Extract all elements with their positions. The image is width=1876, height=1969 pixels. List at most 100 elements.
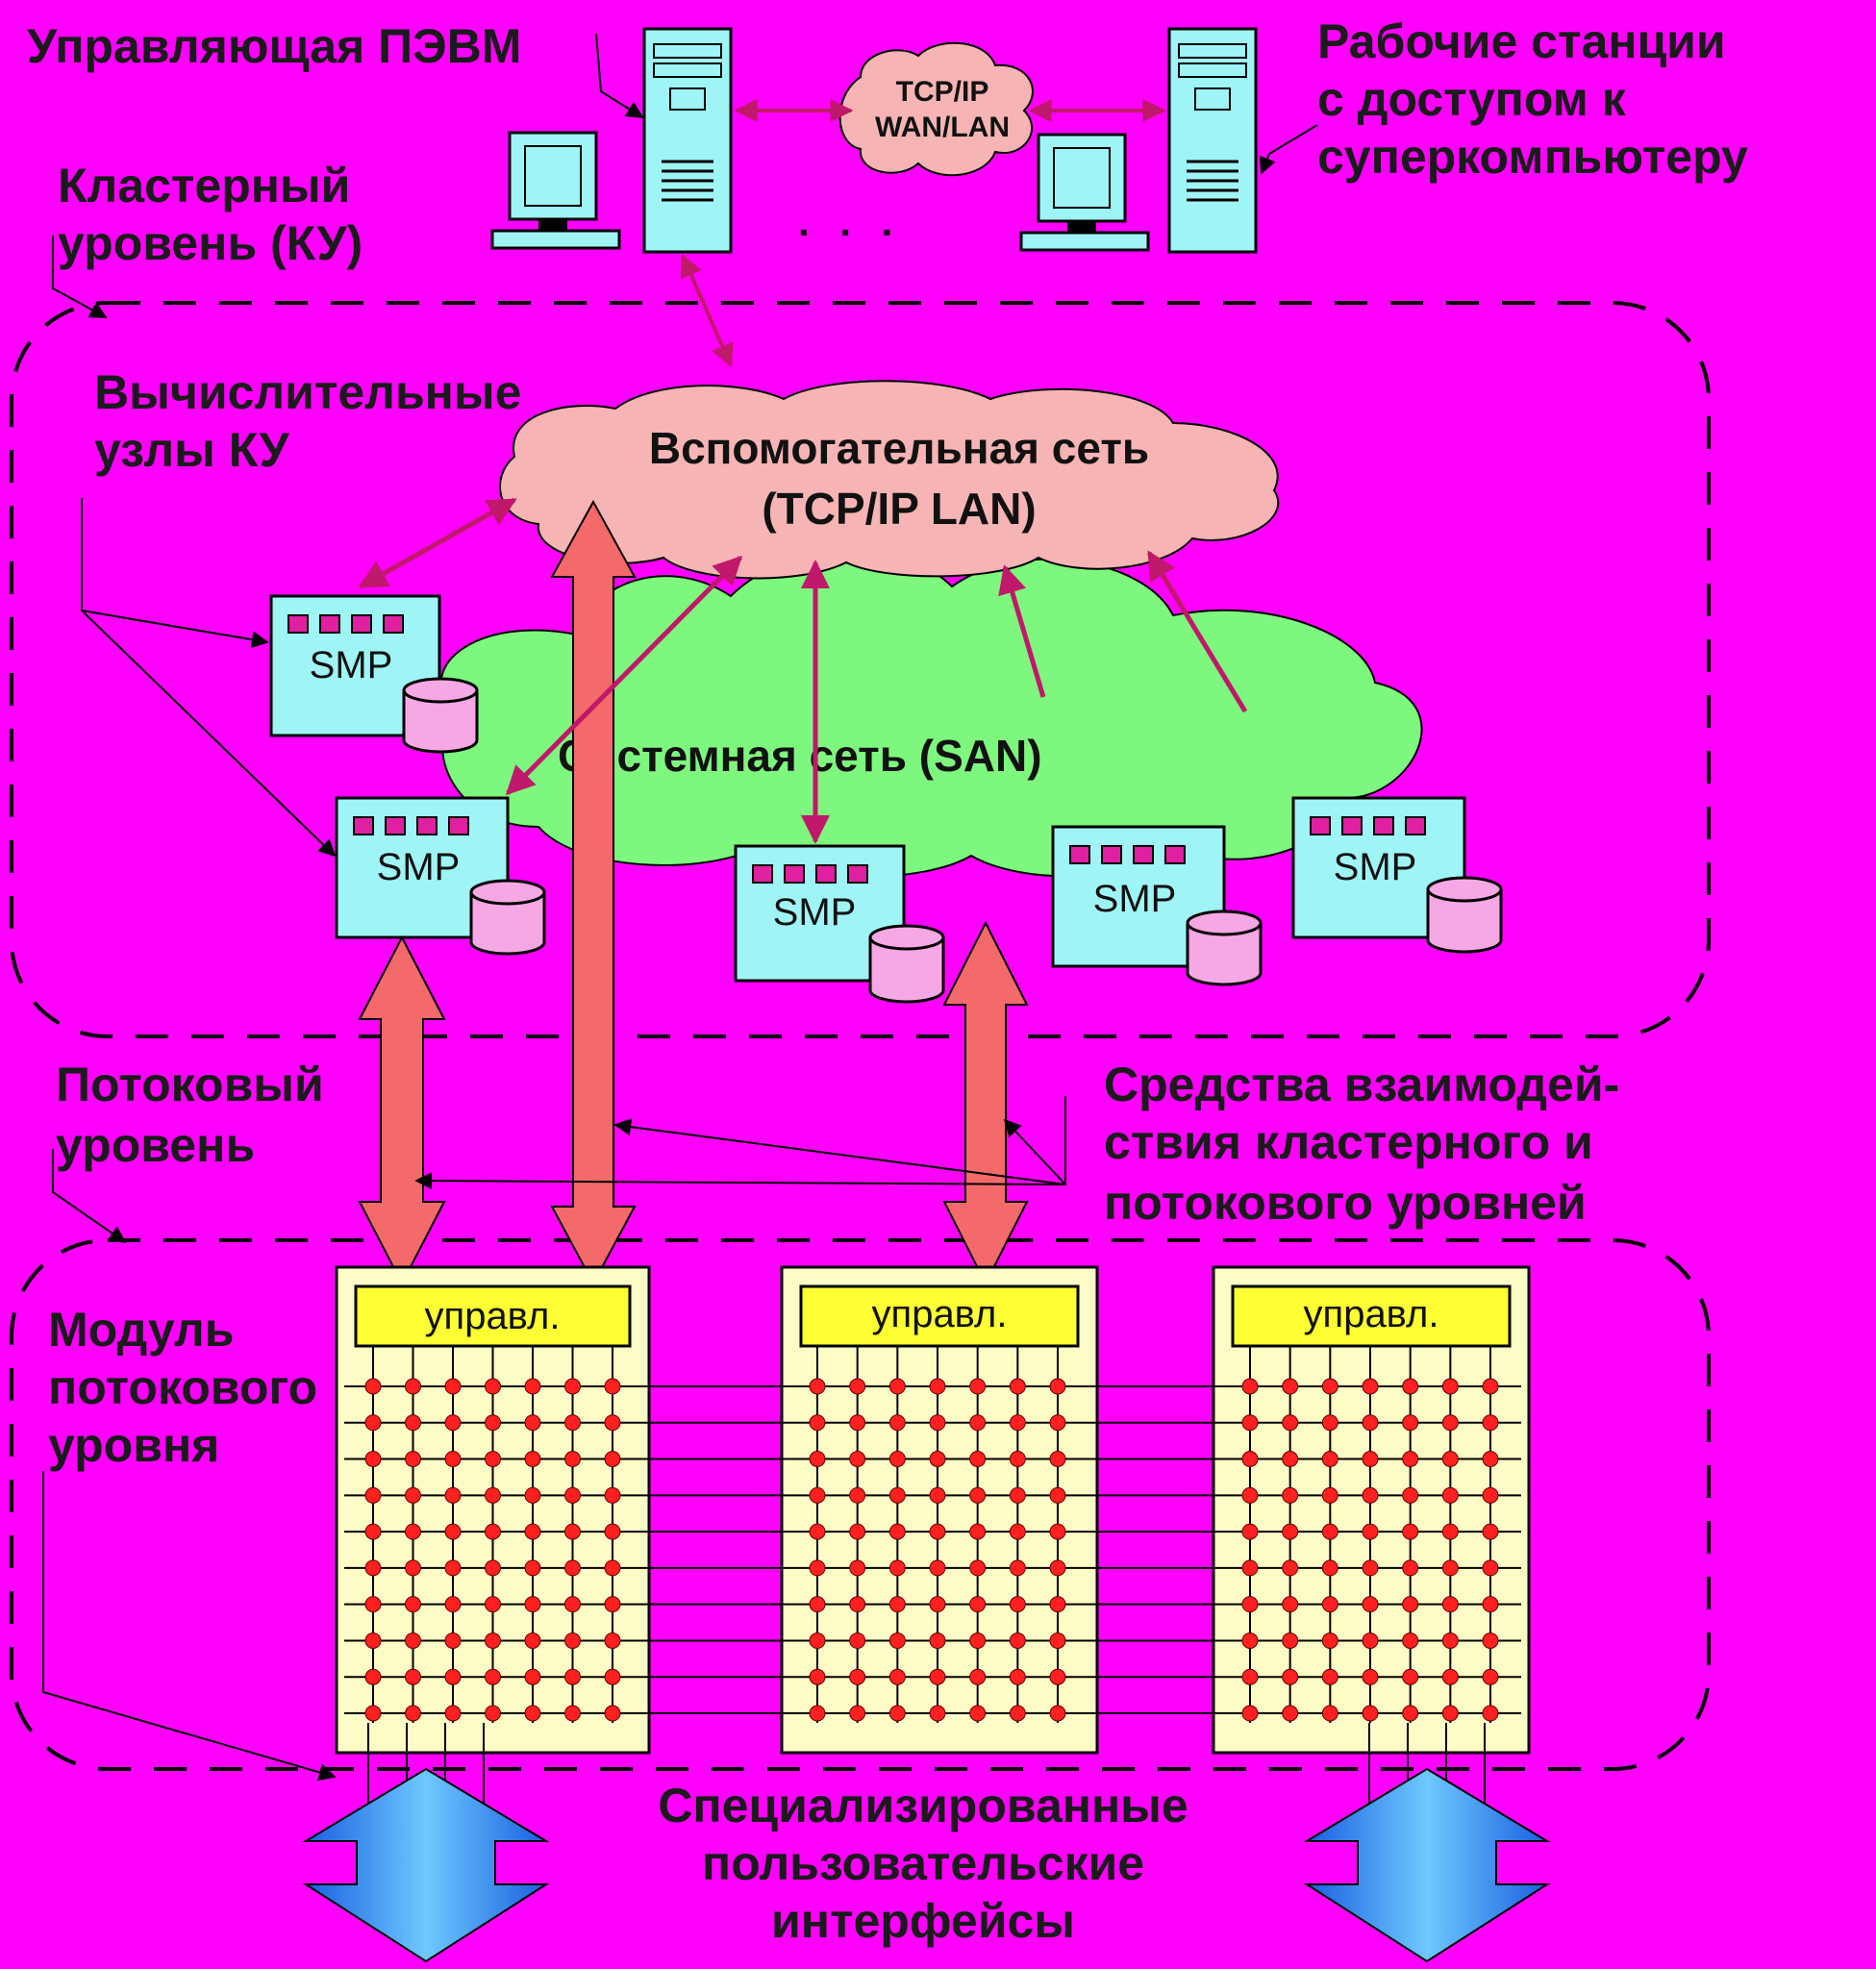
stream-level-label-line-1: Потоковый <box>56 1058 324 1111</box>
smp-to-module-2-arrow <box>942 920 1029 1286</box>
processor-node <box>444 1451 462 1468</box>
processor-node <box>1049 1486 1066 1504</box>
processor-node <box>524 1451 541 1468</box>
processor-node <box>1241 1378 1259 1395</box>
processor-node <box>444 1486 462 1504</box>
processor-node <box>485 1705 501 1722</box>
user-if-label-line-3: интерфейсы <box>771 1894 1075 1948</box>
user-if-arrow-right <box>1303 1767 1551 1963</box>
processor-node <box>1402 1414 1419 1432</box>
compute-nodes-label-line-2: узлы КУ <box>94 423 289 477</box>
processor-node <box>1049 1451 1066 1468</box>
processor-node <box>1282 1559 1299 1577</box>
processor-node <box>604 1668 621 1685</box>
processor-node <box>364 1523 382 1540</box>
processor-node <box>1362 1705 1379 1722</box>
processor-node <box>1362 1668 1379 1685</box>
processor-node <box>444 1668 462 1685</box>
processor-node <box>564 1705 581 1722</box>
smp-node-4: SMP <box>1051 825 1263 986</box>
ctrl-label: управл. <box>872 1293 1008 1335</box>
smp2-to-module-arrow <box>358 935 446 1286</box>
processor-node <box>604 1705 621 1722</box>
aux-net-label-line-1: Вспомогательная сеть <box>649 423 1149 473</box>
processor-node <box>1241 1451 1259 1468</box>
processor-node <box>1321 1523 1338 1540</box>
processor-node <box>1049 1668 1066 1685</box>
processor-node <box>1321 1378 1338 1395</box>
processor-node <box>1441 1451 1459 1468</box>
processor-node <box>849 1414 866 1432</box>
processor-node <box>405 1668 421 1685</box>
processor-node <box>485 1414 501 1432</box>
processor-node <box>888 1451 906 1468</box>
processor-node <box>1321 1414 1338 1432</box>
processor-node <box>1241 1486 1259 1504</box>
processor-node <box>1282 1486 1299 1504</box>
processor-node <box>1321 1451 1338 1468</box>
processor-node <box>849 1559 866 1577</box>
processor-node <box>1362 1596 1379 1613</box>
processor-node <box>1282 1705 1299 1722</box>
processor-node <box>364 1486 382 1504</box>
processor-node <box>969 1451 987 1468</box>
workstations-label-line-1: Рабочие станции <box>1317 14 1726 68</box>
processor-node <box>1362 1523 1379 1540</box>
processor-node <box>809 1668 826 1685</box>
smp-node-1: SMP <box>269 594 479 754</box>
smp-node-3: SMP <box>734 844 945 1004</box>
interaction-label-line-2: ствия кластерного и <box>1104 1115 1593 1169</box>
callout-lines <box>42 33 1318 1782</box>
processor-node <box>524 1414 541 1432</box>
processor-node <box>849 1486 866 1504</box>
processor-node <box>809 1523 826 1540</box>
workstation <box>1019 27 1258 254</box>
processor-node <box>1241 1668 1259 1685</box>
processor-node <box>1362 1559 1379 1577</box>
processor-node <box>485 1668 501 1685</box>
processor-node <box>524 1378 541 1395</box>
processor-node <box>1009 1596 1026 1613</box>
processor-node <box>809 1486 826 1504</box>
processor-node <box>888 1632 906 1649</box>
processor-node <box>485 1632 501 1649</box>
processor-node <box>564 1668 581 1685</box>
processor-node <box>1482 1668 1499 1685</box>
processor-node <box>485 1559 501 1577</box>
processor-node <box>809 1414 826 1432</box>
processor-node <box>888 1378 906 1395</box>
processor-node <box>485 1378 501 1395</box>
processor-node <box>1402 1668 1419 1685</box>
processor-node <box>364 1596 382 1613</box>
processor-node <box>1441 1378 1459 1395</box>
compute-nodes-label-line-1: Вычислительные <box>94 365 521 419</box>
processor-node <box>1241 1523 1259 1540</box>
processor-node <box>524 1486 541 1504</box>
processor-node <box>1441 1632 1459 1649</box>
processor-node <box>524 1632 541 1649</box>
processor-node <box>888 1668 906 1685</box>
cluster-level-label-line-2: уровень (КУ) <box>58 216 363 270</box>
processor-node <box>969 1559 987 1577</box>
smp-node-5: SMP <box>1291 796 1503 954</box>
processor-node <box>1482 1486 1499 1504</box>
processor-node <box>564 1596 581 1613</box>
processor-node <box>1482 1559 1499 1577</box>
processor-node <box>1441 1414 1459 1432</box>
processor-node <box>1049 1523 1066 1540</box>
processor-node <box>1441 1705 1459 1722</box>
processor-node <box>524 1596 541 1613</box>
processor-node <box>1049 1378 1066 1395</box>
processor-node <box>1482 1414 1499 1432</box>
processor-node <box>929 1378 946 1395</box>
cluster-level-label-line-1: Кластерный <box>58 159 350 212</box>
processor-node <box>1282 1596 1299 1613</box>
control-pc-tower <box>642 27 733 254</box>
processor-node <box>888 1559 906 1577</box>
processor-node <box>809 1632 826 1649</box>
processor-node <box>929 1668 946 1685</box>
stream-modules: управл. управл. управл. <box>335 1265 1531 1832</box>
ctrl-bar-2 <box>799 1284 1080 1348</box>
processor-node <box>604 1378 621 1395</box>
processor-node <box>405 1378 421 1395</box>
